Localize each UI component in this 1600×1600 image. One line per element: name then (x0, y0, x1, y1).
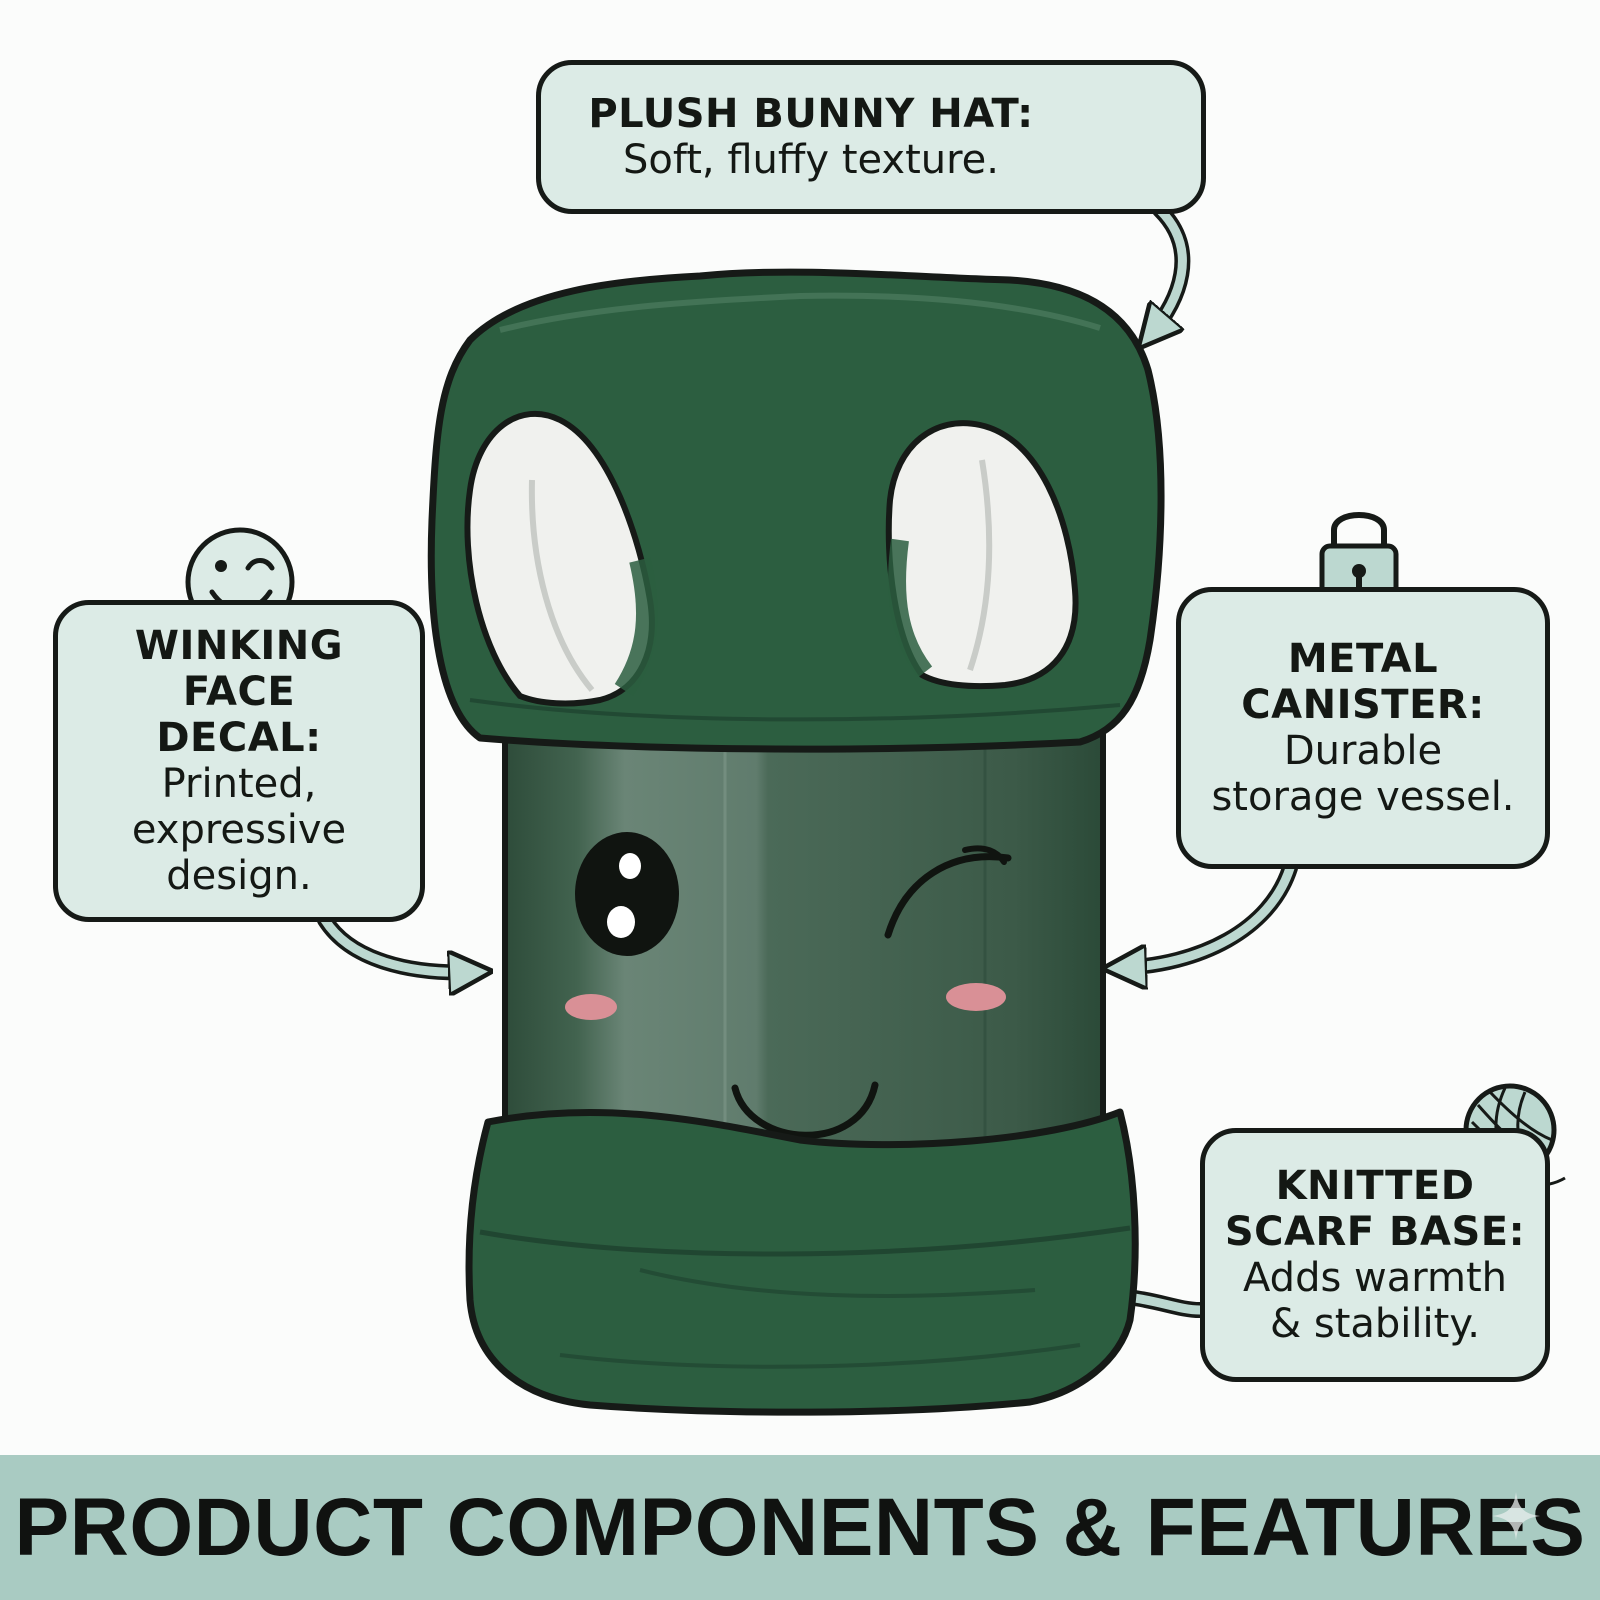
left-cheek (565, 994, 617, 1020)
canister-description-line1: Durable (1283, 728, 1443, 774)
right-cheek (946, 983, 1006, 1011)
knitted-scarf-base (465, 1108, 1139, 1416)
canister-heading-line1: METAL (1287, 636, 1439, 682)
right-ear (885, 420, 1079, 690)
face-description-line3: design. (166, 853, 312, 899)
arrows (317, 202, 1298, 1310)
winking-face-decal (565, 832, 1012, 1139)
scarf-description-line2: & stability. (1269, 1301, 1481, 1347)
callout-metal-canister: METAL CANISTER: Durable storage vessel. (1176, 587, 1550, 869)
smile (731, 1081, 879, 1139)
face-heading-line1: WINKING FACE (134, 623, 344, 715)
left-ear (464, 410, 655, 707)
scarf-heading-line1: KNITTED (1275, 1163, 1475, 1209)
callout-winking-face-decal: WINKING FACE DECAL: Printed, expressive … (53, 600, 425, 922)
face-description-line2: expressive (131, 807, 347, 853)
winking-eye (884, 853, 1012, 939)
open-eye (575, 832, 679, 956)
canister-description-line2: storage vessel. (1211, 774, 1515, 820)
title-banner: PRODUCT COMPONENTS & FEATURES (0, 1455, 1600, 1600)
face-heading-line2: DECAL: (156, 715, 322, 761)
sparkle-icon (1492, 1492, 1540, 1540)
canister-heading-line2: CANISTER: (1241, 682, 1485, 728)
hat-heading: PLUSH BUNNY HAT: (588, 91, 1034, 137)
callout-knitted-scarf-base: KNITTED SCARF BASE: Adds warmth & stabil… (1200, 1128, 1550, 1382)
face-description-line1: Printed, (161, 761, 317, 807)
banner-title: PRODUCT COMPONENTS & FEATURES (14, 1481, 1586, 1573)
plush-bunny-hat (427, 268, 1165, 753)
callout-plush-bunny-hat: PLUSH BUNNY HAT: Soft, fluffy texture. (536, 60, 1206, 214)
scarf-description-line1: Adds warmth (1243, 1255, 1507, 1301)
hat-description: Soft, fluffy texture. (622, 137, 1000, 183)
scarf-heading-line2: SCARF BASE: (1224, 1209, 1526, 1255)
